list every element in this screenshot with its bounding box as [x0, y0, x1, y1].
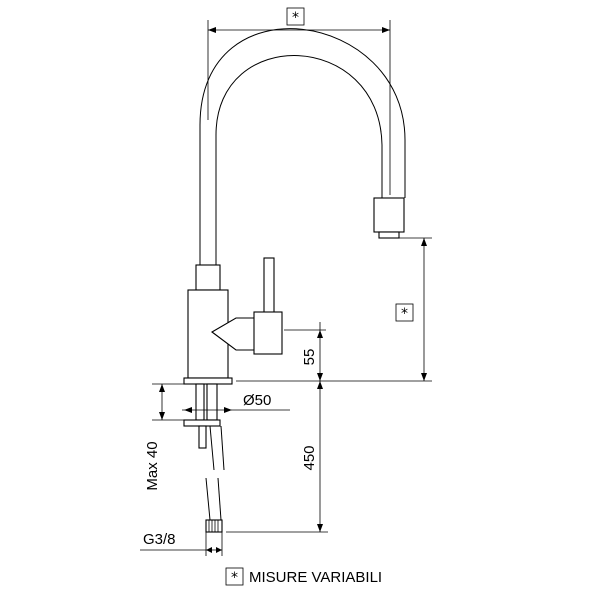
width-arrow-right — [382, 27, 390, 33]
max40-arrow-bottom — [159, 412, 165, 420]
g38-arrow-left — [206, 547, 212, 553]
legend-mark-box — [225, 567, 244, 586]
faucet-base — [183, 377, 233, 385]
spout-nozzle-tip — [378, 231, 400, 239]
spout-collar — [195, 264, 221, 291]
lever-handle — [263, 257, 275, 319]
h55-arrow-top — [317, 330, 323, 338]
legend-text: MISURE VARIABILI — [249, 569, 382, 586]
h55-arrow-bottom — [317, 373, 323, 381]
width-mark-box — [286, 7, 305, 26]
spout-outer-curve — [199, 28, 406, 265]
d50-arrow-right — [224, 407, 232, 413]
thread-hatching — [208, 520, 219, 532]
hose-lower-right — [217, 477, 222, 521]
h55-label: 55 — [301, 349, 318, 366]
hose-line-right — [220, 425, 225, 471]
width-mark: * — [292, 10, 299, 26]
spout-h-arrow-top — [421, 238, 427, 246]
d50-label: Ø50 — [243, 392, 271, 409]
h450-arrow-bottom — [317, 524, 323, 532]
legend-mark: * — [231, 570, 238, 586]
spout-h-mark: * — [401, 306, 408, 322]
max40-arrow-top — [159, 384, 165, 392]
mounting-rod — [198, 425, 207, 449]
width-arrow-left — [208, 27, 216, 33]
mounting-stud-2 — [206, 383, 218, 421]
hose-fitting — [205, 519, 223, 533]
spout-inner-curve — [215, 55, 383, 265]
hose-lower-left — [205, 477, 211, 521]
g38-arrow-right — [216, 547, 222, 553]
spout-nozzle — [373, 197, 405, 233]
mounting-washer — [183, 419, 221, 427]
lever-cap — [253, 311, 283, 355]
max40-label: Max 40 — [144, 441, 161, 490]
spout-h-arrow-bottom — [421, 373, 427, 381]
h450-label: 450 — [301, 445, 318, 470]
h450-arrow-top — [317, 381, 323, 389]
g38-label: G3/8 — [143, 531, 176, 548]
d50-arrow-left — [184, 407, 192, 413]
mounting-stud — [195, 383, 205, 421]
hose-line-left — [209, 425, 215, 471]
spout-h-mark-box — [395, 303, 414, 322]
